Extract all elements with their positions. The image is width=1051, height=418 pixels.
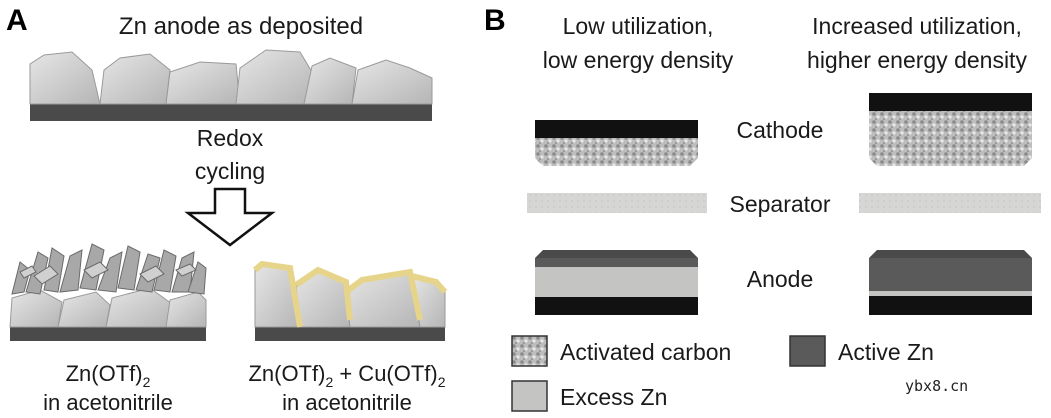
- activated-carbon-layer: [535, 138, 698, 166]
- zn-crystal: [235, 49, 313, 105]
- active-zn-top: [535, 250, 698, 258]
- left-caption-line1: Zn(OTf)2: [66, 361, 151, 390]
- cu-coated-zn-anode: [253, 260, 448, 341]
- active-zn-layer: [869, 258, 1032, 291]
- substrate: [30, 104, 432, 121]
- left-header-line2: low energy density: [543, 47, 734, 73]
- left-caption-line2: in acetonitrile: [43, 390, 173, 415]
- current-collector: [535, 120, 698, 138]
- substrate: [255, 327, 445, 341]
- active-zn-top: [869, 250, 1032, 258]
- excess-zn-layer: [869, 291, 1032, 296]
- cu-coating: [253, 260, 303, 328]
- zn-crystal: [165, 291, 207, 328]
- dendritic-zn-anode: [9, 243, 207, 341]
- zn-crystal: [99, 53, 171, 105]
- active-zn-layer: [535, 258, 698, 267]
- deposited-zn-anode: [29, 49, 433, 121]
- panel-b-letter: B: [484, 4, 506, 37]
- zn-dendrites: [11, 243, 207, 295]
- right-header-line1: Increased utilization,: [812, 13, 1022, 39]
- redox-label: Redox: [197, 125, 264, 151]
- anode-high-utilization: [869, 250, 1032, 315]
- separator-left: [527, 193, 707, 213]
- excess-zn-layer: [535, 267, 698, 297]
- cathode-high-utilization: [869, 93, 1032, 166]
- separator-right: [859, 193, 1041, 213]
- panel-a-letter: A: [6, 4, 28, 37]
- activated-carbon-layer: [869, 111, 1032, 166]
- zn-crystal: [9, 289, 63, 328]
- right-header-line2: higher energy density: [807, 47, 1027, 73]
- zn-crystal: [165, 61, 241, 105]
- substrate: [10, 327, 206, 341]
- legend-label-activated-carbon: Activated carbon: [560, 339, 731, 365]
- separator-label: Separator: [729, 191, 830, 217]
- right-caption-line2: in acetonitrile: [282, 390, 412, 415]
- panel-a-title: Zn anode as deposited: [119, 13, 363, 40]
- zn-crystal: [105, 287, 173, 328]
- down-arrow-icon: [184, 187, 276, 247]
- cu-coating: [344, 268, 423, 321]
- anode-label: Anode: [747, 266, 814, 292]
- current-collector: [869, 296, 1032, 315]
- cycling-label: cycling: [195, 158, 265, 184]
- zn-crystal: [351, 59, 433, 105]
- zn-crystal: [29, 51, 101, 105]
- cathode-low-utilization: [535, 120, 698, 166]
- cathode-label: Cathode: [737, 117, 824, 143]
- zn-crystal: [303, 57, 357, 105]
- left-header-line1: Low utilization,: [563, 13, 714, 39]
- current-collector: [535, 297, 698, 315]
- legend: Activated carbon Active Zn Excess Zn: [511, 335, 934, 412]
- legend-label-excess-zn: Excess Zn: [560, 384, 667, 410]
- cu-coating: [411, 273, 448, 295]
- current-collector: [869, 93, 1032, 111]
- legend-swatch-excess-zn: [511, 380, 548, 412]
- anode-low-utilization: [535, 250, 698, 315]
- zn-crystal: [57, 291, 111, 328]
- legend-swatch-activated-carbon: [511, 335, 548, 367]
- right-caption-line1: Zn(OTf)2 + Cu(OTf)2: [248, 361, 445, 390]
- cu-coating: [294, 266, 353, 321]
- watermark: ybx8.cn: [905, 377, 968, 395]
- legend-label-active-zn: Active Zn: [838, 339, 934, 365]
- legend-swatch-active-zn: [789, 335, 826, 367]
